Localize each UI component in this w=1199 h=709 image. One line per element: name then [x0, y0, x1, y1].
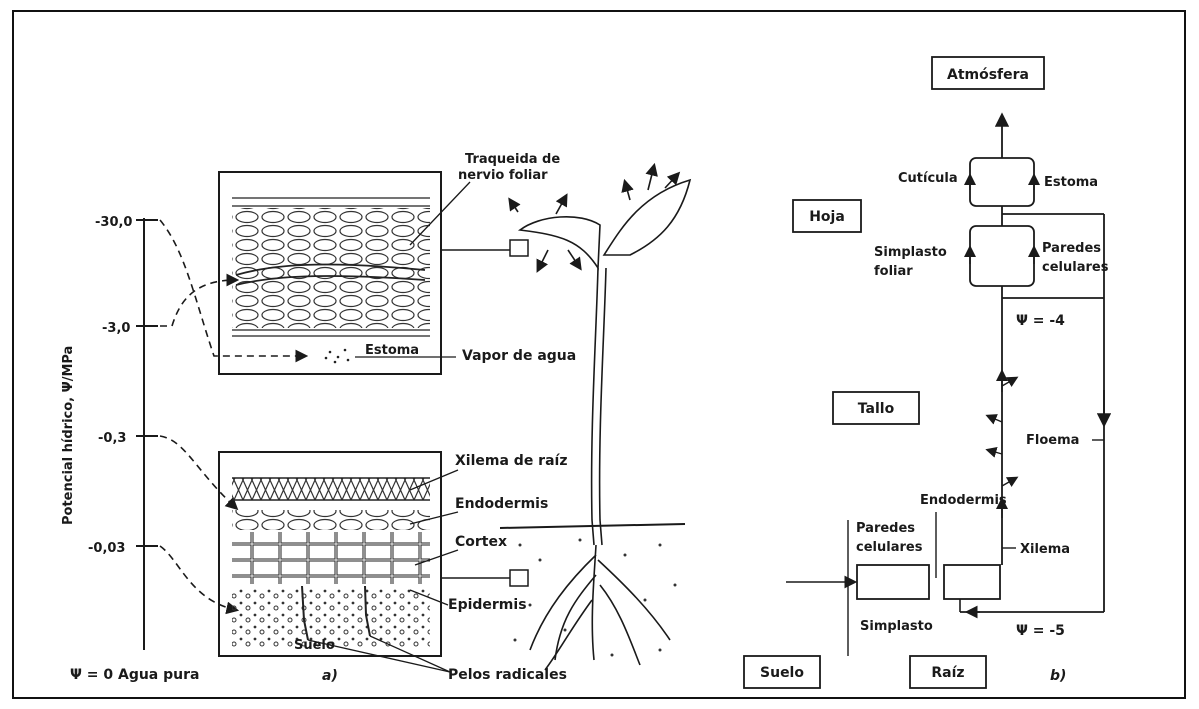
tick-label-003: -0,03 [88, 541, 125, 556]
suelo-label: Suelo [294, 638, 335, 653]
endodermis-label: Endodermis [455, 496, 548, 512]
psi-axis-title: Potencial hídrico, Ψ/MPa [61, 346, 76, 525]
paredes-bottom-label-2: celulares [856, 540, 923, 555]
root-symplast-compartment [944, 565, 1000, 599]
xilema-raiz-label: Xilema de raíz [455, 453, 568, 469]
estoma-b-label: Estoma [1044, 175, 1098, 190]
leaf-inner-compartment [970, 226, 1034, 286]
root-zoom-marker [510, 570, 528, 586]
tick-label-30: -30,0 [95, 215, 132, 230]
leaf-estoma-label: Estoma [365, 343, 419, 358]
tick-label-03: -0,3 [98, 431, 126, 446]
panel-a: -30,0 -3,0 -0,3 -0,03 Potencial hídrico,… [61, 152, 690, 684]
leaf-surface-compartment [970, 158, 1034, 206]
psi-axis-ticks [136, 220, 158, 546]
pelos-radicales-label: Pelos radicales [448, 667, 567, 683]
simplasto-label: Simplasto [860, 619, 933, 634]
endodermis-b-label: Endodermis [920, 493, 1007, 508]
simplasto-foliar-label-2: foliar [874, 264, 913, 279]
paredes-top-label-1: Paredes [1042, 241, 1101, 256]
xilema-b-label: Xilema [1020, 542, 1070, 557]
paredes-bottom-label-1: Paredes [856, 521, 915, 536]
caption-b: b) [1050, 668, 1066, 684]
atmosfera-label: Atmósfera [947, 67, 1029, 83]
root-tissue [232, 478, 430, 648]
cortex-label: Cortex [455, 534, 507, 550]
panel-b: Atmósfera Cutícula Estoma Hoja Simplasto… [744, 57, 1109, 688]
epidermis-label: Epidermis [448, 597, 527, 613]
paredes-top-label-2: celulares [1042, 260, 1109, 275]
psi-bottom-label: Ψ = -5 [1016, 623, 1065, 639]
hoja-label: Hoja [809, 209, 845, 225]
tick-label-3: -3,0 [102, 321, 130, 336]
leaf-tissue [232, 198, 430, 363]
raiz-box-label: Raíz [931, 665, 964, 681]
cuticula-label: Cutícula [898, 171, 958, 186]
leaf-zoom-marker [510, 240, 528, 256]
floema-label: Floema [1026, 433, 1079, 448]
suelo-box-label: Suelo [760, 665, 804, 681]
psi-axis-bottom-label: Ψ = 0 Agua pura [70, 667, 199, 683]
root-apoplast-compartment [857, 565, 929, 599]
tallo-label: Tallo [858, 401, 895, 417]
simplasto-foliar-label-1: Simplasto [874, 245, 947, 260]
vapor-de-agua-label: Vapor de agua [462, 348, 576, 364]
caption-a: a) [322, 668, 338, 684]
psi-top-label: Ψ = -4 [1016, 313, 1065, 329]
